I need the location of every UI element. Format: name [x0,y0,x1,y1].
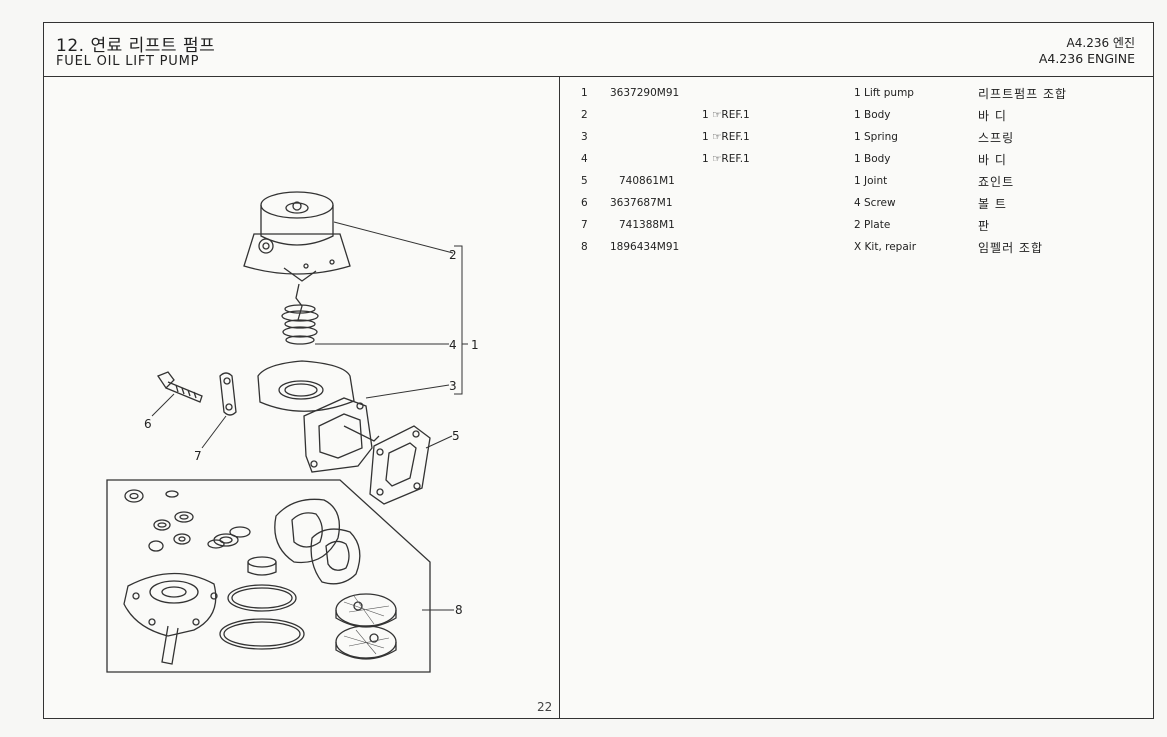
parts-row: 1 3637290M91 1 Lift pump 리프트펌프 조합 [562,87,1152,107]
qty-description: 1 Joint [854,175,888,187]
engine-label-korean: A4.236 엔진 [1066,36,1135,50]
parts-row: 5 740861M1 1 Joint 죠인트 [562,175,1152,195]
parts-row: 2 1 ☞REF.1 1 Body 바 디 [562,109,1152,129]
lift-pump-illustration: 2 4 1 3 5 6 7 8 [106,191,479,673]
item-number: 6 [581,197,588,209]
korean-name: 임펠러 조합 [978,241,1044,255]
parts-row: 7 741388M1 2 Plate 판 [562,219,1152,239]
callout-6: 6 [144,417,152,431]
callout-1: 1 [471,338,479,352]
item-number: 4 [581,153,588,165]
reference: 1 ☞REF.1 [702,131,750,143]
korean-name: 스프링 [978,131,1015,145]
part-number: 1896434M91 [610,241,680,253]
catalog-page-frame: 12. 연료 리프트 펌프 FUEL OIL LIFT PUMP A4.236 … [43,22,1154,719]
exploded-parts-diagram: 2 4 1 3 5 6 7 8 [44,76,559,719]
item-number: 7 [581,219,588,231]
parts-row: 3 1 ☞REF.1 1 Spring 스프링 [562,131,1152,151]
item-number: 3 [581,131,588,143]
part-number: 740861M1 [619,175,675,187]
page-number: 22 [537,700,553,714]
korean-name: 바 디 [978,109,1007,123]
korean-name: 바 디 [978,153,1007,167]
parts-row: 6 3637687M1 4 Screw 볼 트 [562,197,1152,217]
item-number: 5 [581,175,588,187]
callout-7: 7 [194,449,202,463]
part-number: 3637290M91 [610,87,680,99]
page-title-english: FUEL OIL LIFT PUMP [56,54,200,69]
qty-description: 1 Spring [854,131,898,143]
qty-description: X Kit, repair [854,241,917,253]
column-divider [559,76,560,718]
parts-row: 4 1 ☞REF.1 1 Body 바 디 [562,153,1152,173]
reference: 1 ☞REF.1 [702,153,750,165]
callout-5: 5 [452,429,460,443]
korean-name: 볼 트 [978,197,1007,211]
korean-name: 죠인트 [978,175,1015,189]
part-number: 741388M1 [619,219,675,231]
reference: 1 ☞REF.1 [702,109,750,121]
qty-description: 4 Screw [854,197,896,209]
item-number: 1 [581,87,588,99]
pump-cap [260,191,334,219]
qty-description: 2 Plate [854,219,891,231]
page-title-korean: 12. 연료 리프트 펌프 [56,36,216,56]
qty-description: 1 Lift pump [854,87,914,99]
korean-name: 리프트펌프 조합 [978,87,1068,101]
part-number: 3637687M1 [610,197,673,209]
callout-2: 2 [449,248,457,262]
qty-description: 1 Body [854,153,891,165]
parts-list: 1 3637290M91 1 Lift pump 리프트펌프 조합 2 1 ☞R… [562,79,1152,319]
korean-name: 판 [978,219,991,233]
page-header: 12. 연료 리프트 펌프 FUEL OIL LIFT PUMP A4.236 … [44,23,1153,77]
item-number: 2 [581,109,588,121]
qty-description: 1 Body [854,109,891,121]
callout-8: 8 [455,603,463,617]
engine-label-english: A4.236 ENGINE [1038,51,1135,66]
callout-4: 4 [449,338,457,352]
callout-3: 3 [449,379,457,393]
item-number: 8 [581,241,588,253]
parts-row: 8 1896434M91 X Kit, repair 임펠러 조합 [562,241,1152,261]
